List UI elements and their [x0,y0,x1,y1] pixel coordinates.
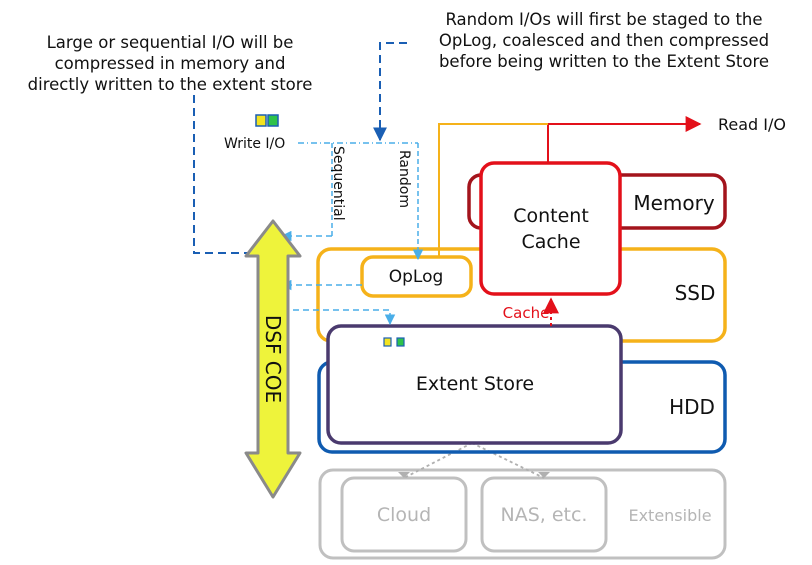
nas-label: NAS, etc. [501,504,588,526]
annotation-line: before being written to the Extent Store [438,52,770,71]
content-cache-label: Cache [521,231,580,253]
io-block-icon [383,337,392,347]
content-cache-label: Content [513,205,589,227]
sequential-io-annotation: Large or sequential I/O will be compress… [0,32,340,95]
annotation-line: OpLog, coalesced and then compressed [438,31,770,50]
nas-arrowhead [538,472,550,478]
cache-label: Cache [503,304,550,322]
memory-label: Memory [633,191,715,215]
dsf-coe-label: DSF COE [261,315,285,403]
read-io-arrow [547,116,702,163]
sequential-label: Sequential [330,146,346,221]
extensible-tier [318,468,727,560]
hdd-label: HDD [669,395,715,419]
dsf-to-extent-arrow [283,309,396,326]
read-io-label: Read I/O [718,115,786,134]
cloud-arrowhead [398,472,410,478]
content-cache-box [479,161,622,296]
random-annotation-connector [373,42,407,142]
extent-to-nas-link [471,442,545,479]
random-io-annotation: Random I/Os will first be staged to the … [398,9,810,72]
extent-store-box [326,324,623,445]
annotation-line: directly written to the extent store [27,75,313,94]
write-io-label: Write I/O [224,136,285,152]
extent-to-cloud-link [403,442,473,479]
ssd-label: SSD [675,281,716,305]
extensible-label: Extensible [628,506,711,525]
cloud-label: Cloud [377,504,431,526]
oplog-read-path [438,123,548,263]
write-io-block-icon [255,114,267,127]
io-block-icon [396,337,405,347]
write-io-block-icon [267,114,279,127]
oplog-label: OpLog [389,267,444,287]
random-label: Random [396,150,412,208]
annotation-line: Random I/Os will first be staged to the [445,10,763,29]
annotation-line: Large or sequential I/O will be [46,33,294,52]
dsf-coe-arrow [244,219,302,499]
annotation-line: compressed in memory and [54,54,286,73]
extent-store-label: Extent Store [416,373,534,395]
